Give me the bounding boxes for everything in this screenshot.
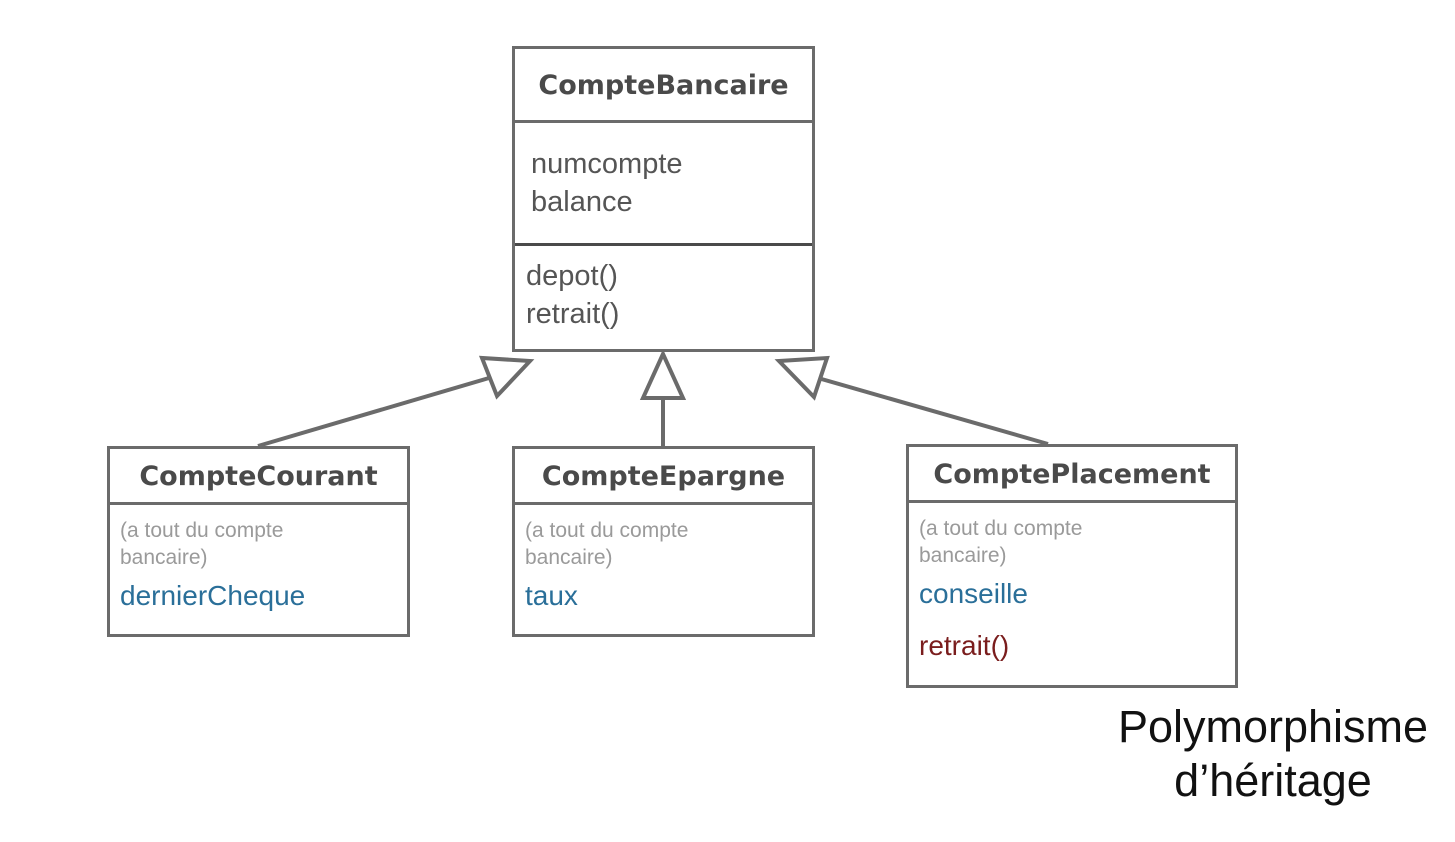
generalization-arrowhead-compteepargne xyxy=(639,349,687,400)
class-attributes: (a tout du compte bancaire) dernierChequ… xyxy=(110,505,407,613)
inherited-note: bancaire) xyxy=(525,546,613,569)
class-name: CompteCourant xyxy=(110,449,407,505)
class-comptecourant: CompteCourant (a tout du compte bancaire… xyxy=(107,446,410,637)
operation-depot: depot() xyxy=(526,260,618,292)
class-comptebancaire: CompteBancaire numcompte balance depot()… xyxy=(512,46,815,352)
attribute-taux: taux xyxy=(525,580,578,611)
diagram-caption: Polymorphisme d’héritage xyxy=(1098,700,1448,808)
class-name: ComptePlacement xyxy=(909,447,1235,503)
attribute-derniercheque: dernierCheque xyxy=(120,580,306,611)
caption-line: Polymorphisme xyxy=(1117,701,1429,752)
class-name: CompteEpargne xyxy=(515,449,812,505)
class-attributes: numcompte balance xyxy=(515,123,812,246)
operation-retrait: retrait() xyxy=(526,298,620,330)
class-compteepargne: CompteEpargne (a tout du compte bancaire… xyxy=(512,446,815,637)
class-attributes: (a tout du compte bancaire) taux xyxy=(515,505,812,613)
generalization-line-comptecourant xyxy=(257,376,490,448)
inherited-note: bancaire) xyxy=(919,544,1007,567)
class-operations: depot() retrait() xyxy=(515,246,812,333)
class-compteplacement: ComptePlacement (a tout du compte bancai… xyxy=(906,444,1238,688)
generalization-line-compteplacement xyxy=(817,376,1049,446)
class-attributes: (a tout du compte bancaire) conseille re… xyxy=(909,503,1235,663)
generalization-arrowhead-comptecourant xyxy=(478,355,535,400)
inherited-note: (a tout du compte xyxy=(919,517,1083,540)
inherited-note: (a tout du compte xyxy=(120,519,284,542)
class-name: CompteBancaire xyxy=(515,49,812,123)
operation-retrait-override: retrait() xyxy=(919,630,1010,661)
attribute-balance: balance xyxy=(531,186,633,218)
generalization-arrowhead-compteplacement xyxy=(774,355,830,401)
attribute-numcompte: numcompte xyxy=(531,148,683,180)
attribute-conseille: conseille xyxy=(919,578,1028,609)
inherited-note: (a tout du compte xyxy=(525,519,689,542)
caption-line: d’héritage xyxy=(1174,755,1372,806)
inherited-note: bancaire) xyxy=(120,546,208,569)
